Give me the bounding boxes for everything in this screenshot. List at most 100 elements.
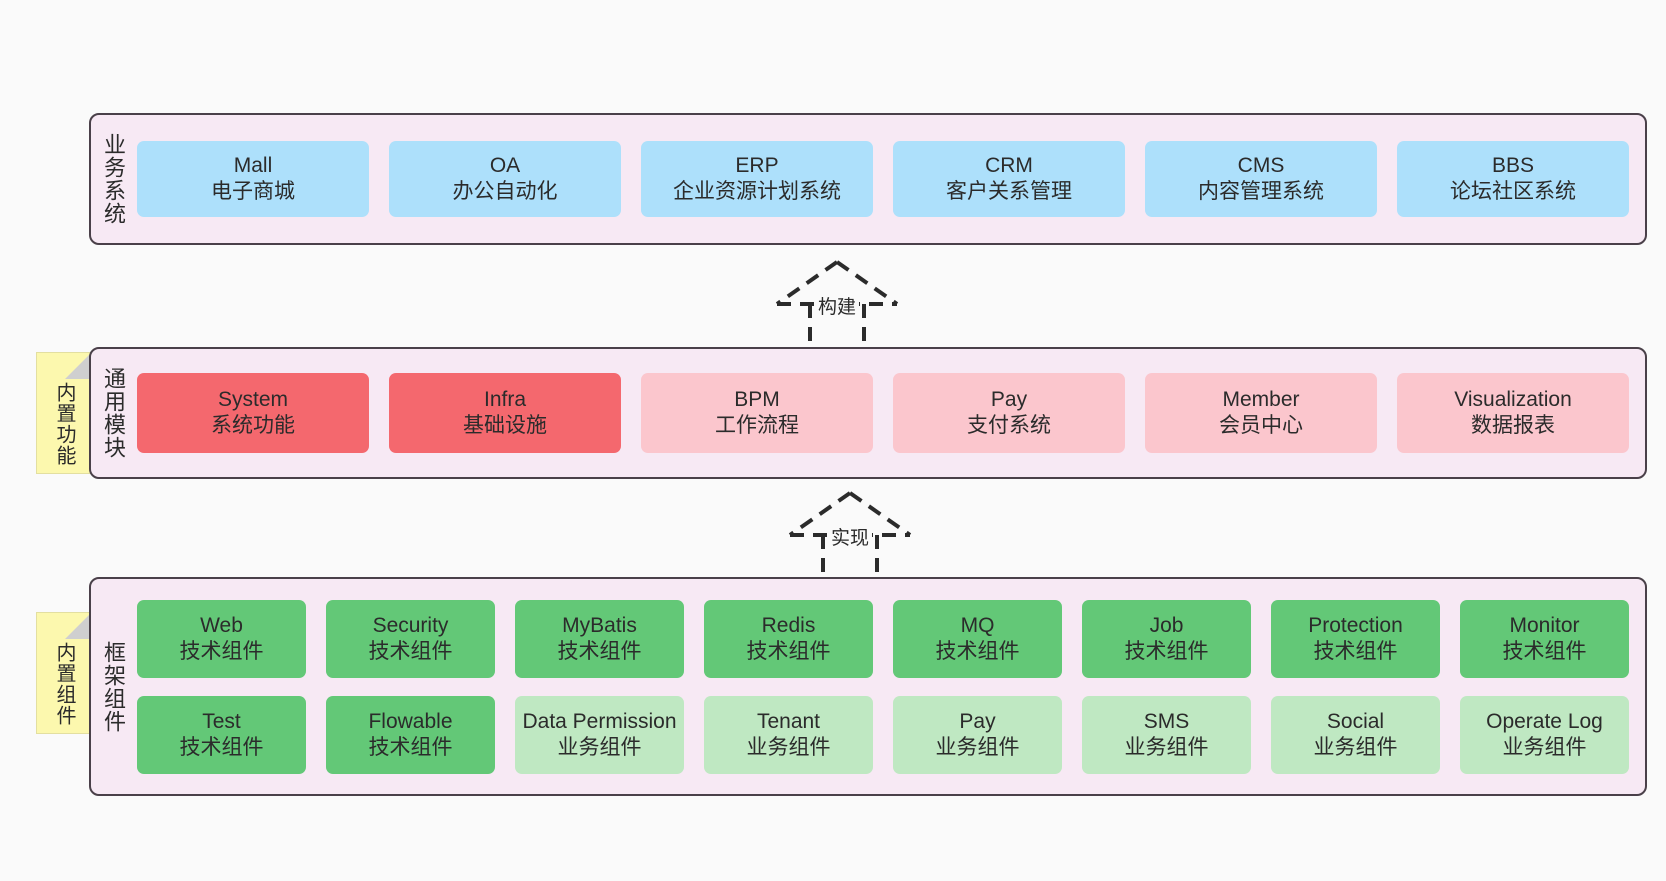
node-security[interactable]: Security 技术组件 <box>326 599 495 678</box>
layer-business-systems: 业务系统 Mall 电子商城 OA 办公自动化 ERP 企业资源计划系统 CRM… <box>89 113 1647 245</box>
node-crm[interactable]: CRM 客户关系管理 <box>893 141 1125 217</box>
node-subtitle: 系统功能 <box>211 414 295 437</box>
connector-implement: 实现 <box>770 489 930 579</box>
layer-label-business-systems: 业务系统 <box>100 133 126 225</box>
node-title: Mall <box>233 154 273 178</box>
node-subtitle: 技术组件 <box>179 735 264 759</box>
node-cms[interactable]: CMS 内容管理系统 <box>1145 141 1377 217</box>
node-title: BBS <box>1491 154 1535 178</box>
layer-framework-components: 框架组件 Web 技术组件 Security 技术组件 MyBatis 技术组件… <box>89 577 1647 796</box>
node-subtitle: 客户关系管理 <box>946 180 1072 203</box>
node-subtitle: 电子商城 <box>211 180 295 203</box>
node-title: Flowable <box>368 709 453 733</box>
connector-label: 构建 <box>814 292 860 319</box>
node-subtitle: 业务组件 <box>746 735 831 759</box>
node-pay-module[interactable]: Pay 支付系统 <box>893 373 1125 453</box>
node-title: Redis <box>761 613 816 637</box>
note-label: 内置组件 <box>53 642 75 726</box>
node-flowable[interactable]: Flowable 技术组件 <box>326 695 495 774</box>
node-member[interactable]: Member 会员中心 <box>1145 373 1377 453</box>
node-subtitle: 技术组件 <box>368 735 453 759</box>
node-bpm[interactable]: BPM 工作流程 <box>641 373 873 453</box>
node-subtitle: 内容管理系统 <box>1198 180 1324 203</box>
node-title: Infra <box>483 388 527 412</box>
node-subtitle: 业务组件 <box>935 735 1020 759</box>
node-title: MQ <box>960 613 995 637</box>
node-row: Mall 电子商城 OA 办公自动化 ERP 企业资源计划系统 CRM 客户关系… <box>137 141 1629 217</box>
node-title: Tenant <box>756 709 821 733</box>
node-title: CRM <box>985 154 1033 178</box>
connector-stem <box>790 533 910 579</box>
node-title: Visualization <box>1454 388 1572 412</box>
layer-body-framework-components: Web 技术组件 Security 技术组件 MyBatis 技术组件 Redi… <box>135 579 1645 794</box>
node-mybatis[interactable]: MyBatis 技术组件 <box>515 599 684 678</box>
note-builtin-functions: 内置功能 <box>36 352 92 474</box>
node-system[interactable]: System 系统功能 <box>137 373 369 453</box>
node-subtitle: 工作流程 <box>715 414 799 437</box>
node-visualization[interactable]: Visualization 数据报表 <box>1397 373 1629 453</box>
node-subtitle: 办公自动化 <box>452 180 558 203</box>
node-subtitle: 技术组件 <box>557 639 642 663</box>
node-title: Pay <box>959 709 996 733</box>
node-subtitle: 技术组件 <box>746 639 831 663</box>
node-protection[interactable]: Protection 技术组件 <box>1271 599 1440 678</box>
node-title: BPM <box>734 388 780 412</box>
node-bbs[interactable]: BBS 论坛社区系统 <box>1397 141 1629 217</box>
node-title: Monitor <box>1509 613 1580 637</box>
node-title: Job <box>1149 613 1184 637</box>
node-social[interactable]: Social 业务组件 <box>1271 695 1440 774</box>
node-title: ERP <box>735 154 779 178</box>
node-row: System 系统功能 Infra 基础设施 BPM 工作流程 Pay 支付系统… <box>137 373 1629 453</box>
node-redis[interactable]: Redis 技术组件 <box>704 599 873 678</box>
node-row: Web 技术组件 Security 技术组件 MyBatis 技术组件 Redi… <box>137 599 1629 678</box>
layer-common-modules: 通用模块 System 系统功能 Infra 基础设施 BPM 工作流程 Pay… <box>89 347 1647 479</box>
node-web[interactable]: Web 技术组件 <box>137 599 306 678</box>
node-subtitle: 业务组件 <box>1124 735 1209 759</box>
node-title: Operate Log <box>1486 709 1603 733</box>
node-title: Protection <box>1308 613 1403 637</box>
node-title: Test <box>202 709 241 733</box>
connector-label: 实现 <box>827 523 873 550</box>
node-tenant[interactable]: Tenant 业务组件 <box>704 695 873 774</box>
arrowhead-open <box>775 260 899 306</box>
node-data-permission[interactable]: Data Permission 业务组件 <box>515 695 684 774</box>
node-subtitle: 技术组件 <box>1313 639 1398 663</box>
node-title: Data Permission <box>522 709 677 733</box>
node-subtitle: 业务组件 <box>1502 735 1587 759</box>
note-label: 内置功能 <box>53 382 75 466</box>
node-mq[interactable]: MQ 技术组件 <box>893 599 1062 678</box>
node-subtitle: 数据报表 <box>1471 414 1555 437</box>
layer-label-framework-components: 框架组件 <box>100 640 126 733</box>
node-subtitle: 支付系统 <box>967 414 1051 437</box>
node-row: Test 技术组件 Flowable 技术组件 Data Permission … <box>137 695 1629 774</box>
node-title: System <box>217 388 288 412</box>
node-monitor[interactable]: Monitor 技术组件 <box>1460 599 1629 678</box>
node-title: SMS <box>1143 709 1190 733</box>
node-operate-log[interactable]: Operate Log 业务组件 <box>1460 695 1629 774</box>
node-subtitle: 业务组件 <box>557 735 642 759</box>
node-oa[interactable]: OA 办公自动化 <box>389 141 621 217</box>
connector-stem <box>777 302 897 348</box>
node-title: Social <box>1326 709 1385 733</box>
node-subtitle: 会员中心 <box>1219 414 1303 437</box>
node-subtitle: 论坛社区系统 <box>1450 180 1576 203</box>
node-subtitle: 技术组件 <box>179 639 264 663</box>
node-job[interactable]: Job 技术组件 <box>1082 599 1251 678</box>
node-subtitle: 基础设施 <box>463 414 547 437</box>
layer-label-common-modules: 通用模块 <box>100 367 126 459</box>
layer-body-common-modules: System 系统功能 Infra 基础设施 BPM 工作流程 Pay 支付系统… <box>135 349 1645 477</box>
node-title: Security <box>372 613 449 637</box>
node-sms[interactable]: SMS 业务组件 <box>1082 695 1251 774</box>
node-subtitle: 业务组件 <box>1313 735 1398 759</box>
node-title: CMS <box>1237 154 1285 178</box>
node-mall[interactable]: Mall 电子商城 <box>137 141 369 217</box>
node-subtitle: 技术组件 <box>1124 639 1209 663</box>
node-subtitle: 技术组件 <box>368 639 453 663</box>
node-test[interactable]: Test 技术组件 <box>137 695 306 774</box>
node-infra[interactable]: Infra 基础设施 <box>389 373 621 453</box>
node-pay-component[interactable]: Pay 业务组件 <box>893 695 1062 774</box>
node-erp[interactable]: ERP 企业资源计划系统 <box>641 141 873 217</box>
node-title: Pay <box>990 388 1028 412</box>
connector-build: 构建 <box>757 258 917 348</box>
